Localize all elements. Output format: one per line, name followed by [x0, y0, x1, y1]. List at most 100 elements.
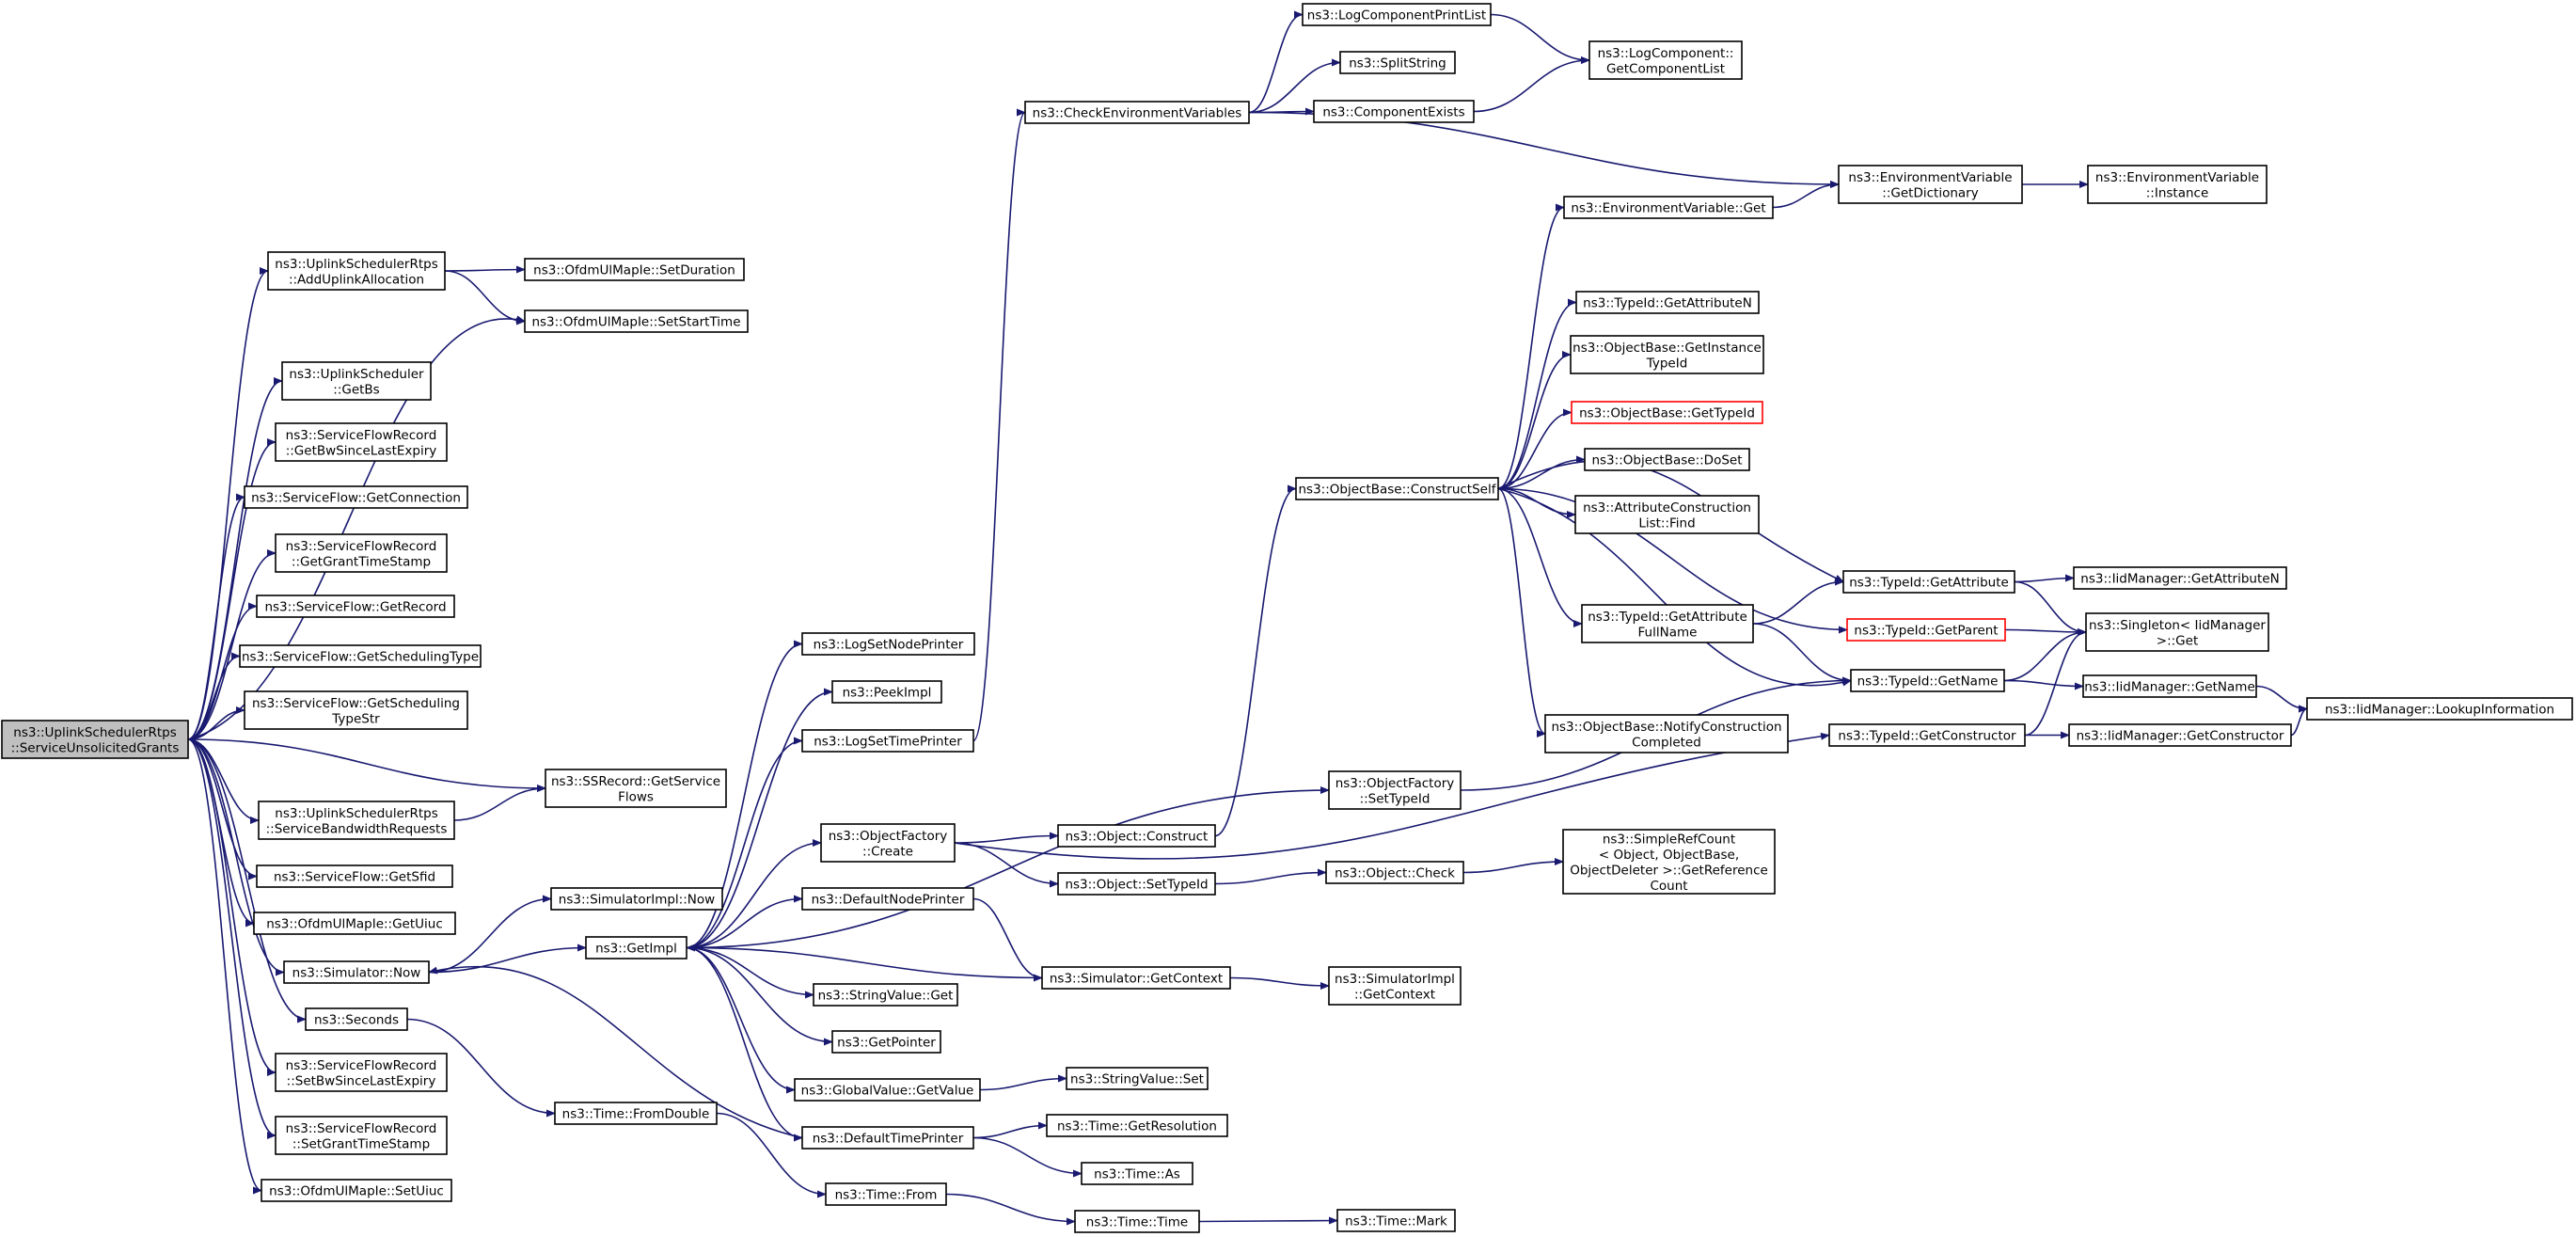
node-tid-get-attr-n[interactable]: ns3::TypeId::GetAttributeN [1575, 291, 1760, 314]
node-singleton-get[interactable]: ns3::Singleton< IidManager>::Get [2085, 612, 2269, 652]
node-env-var-get[interactable]: ns3::EnvironmentVariable::Get [1563, 196, 1774, 219]
node-get-connection[interactable]: ns3::ServiceFlow::GetConnection [244, 485, 468, 509]
node-ob-construct-self[interactable]: ns3::ObjectBase::ConstructSelf [1295, 477, 1499, 500]
node-box [1846, 618, 2006, 642]
node-set-bw-since[interactable]: ns3::ServiceFlowRecord::SetBwSinceLastEx… [275, 1053, 448, 1092]
node-peek-impl[interactable]: ns3::PeekImpl [831, 680, 942, 704]
node-str-val-set[interactable]: ns3::StringValue::Set [1066, 1067, 1209, 1090]
node-get-bs[interactable]: ns3::UplinkScheduler::GetBs [281, 361, 432, 401]
node-label: ::SetTypeId [1360, 791, 1430, 806]
node-obj-construct[interactable]: ns3::Object::Construct [1057, 824, 1216, 848]
node-set-duration[interactable]: ns3::OfdmUlMapIe::SetDuration [524, 258, 745, 281]
node-time-from[interactable]: ns3::Time::From [825, 1182, 947, 1206]
edge-root-to-simNow [187, 738, 285, 976]
node-time-time[interactable]: ns3::Time::Time [1074, 1210, 1200, 1233]
node-of-create[interactable]: ns3::ObjectFactory::Create [820, 823, 956, 863]
node-src-get-ref[interactable]: ns3::SimpleRefCount< Object, ObjectBase,… [1562, 829, 1776, 895]
node-seconds[interactable]: ns3::Seconds [305, 1007, 408, 1031]
node-time-get-res[interactable]: ns3::Time::GetResolution [1046, 1114, 1228, 1137]
node-obj-set-type-id[interactable]: ns3::Object::SetTypeId [1057, 872, 1216, 896]
node-get-bw-since[interactable]: ns3::ServiceFlowRecord::GetBwSinceLastEx… [275, 422, 448, 462]
edge-ofCreate-to-tidGetCtor [954, 732, 1830, 860]
node-tid-get-name[interactable]: ns3::TypeId::GetName [1850, 669, 2005, 692]
node-time-mark[interactable]: ns3::Time::Mark [1336, 1209, 1456, 1232]
node-tid-get-ctor[interactable]: ns3::TypeId::GetConstructor [1828, 723, 2026, 747]
node-root[interactable]: ns3::UplinkSchedulerRtps::ServiceUnsolic… [1, 720, 189, 759]
node-iid-get-attr-n[interactable]: ns3::IidManager::GetAttributeN [2073, 566, 2287, 590]
node-tid-get-attr[interactable]: ns3::TypeId::GetAttribute [1842, 570, 2015, 594]
node-log-comp-print[interactable]: ns3::LogComponentPrintList [1302, 3, 1492, 26]
node-env-instance[interactable]: ns3::EnvironmentVariable::Instance [2087, 165, 2268, 204]
node-from-double[interactable]: ns3::Time::FromDouble [554, 1102, 718, 1125]
node-ob-do-set[interactable]: ns3::ObjectBase::DoSet [1584, 448, 1750, 471]
node-label: ns3::GetPointer [837, 1036, 936, 1051]
node-iid-lookup[interactable]: ns3::IidManager::LookupInformation [2306, 697, 2573, 721]
node-env-get-dict[interactable]: ns3::EnvironmentVariable::GetDictionary [1838, 165, 2023, 204]
node-sim-impl-now[interactable]: ns3::SimulatorImpl::Now [550, 887, 723, 911]
edge-logSetTime-to-checkEnv [972, 108, 1026, 742]
node-get-grant-ts[interactable]: ns3::ServiceFlowRecord::GetGrantTimeStam… [275, 533, 448, 573]
node-get-pointer[interactable]: ns3::GetPointer [831, 1030, 941, 1054]
node-set-grant-ts[interactable]: ns3::ServiceFlowRecord::SetGrantTimeStam… [275, 1116, 448, 1155]
node-time-as[interactable]: ns3::Time::As [1081, 1162, 1193, 1185]
node-add-uplink[interactable]: ns3::UplinkSchedulerRtps::AddUplinkAlloc… [267, 251, 446, 291]
node-split-string[interactable]: ns3::SplitString [1339, 51, 1456, 74]
node-set-uiuc[interactable]: ns3::OfdmUlMapIe::SetUiuc [261, 1179, 452, 1202]
node-get-sched-type[interactable]: ns3::ServiceFlow::GetSchedulingType [239, 644, 482, 668]
edge-compExists-to-logCompGetList [1473, 56, 1590, 113]
node-set-start-time[interactable]: ns3::OfdmUlMapIe::SetStartTime [524, 309, 749, 333]
node-box [1339, 51, 1456, 74]
node-check-env[interactable]: ns3::CheckEnvironmentVariables [1024, 101, 1250, 124]
node-sim-get-ctx[interactable]: ns3::Simulator::GetContext [1041, 966, 1231, 990]
node-label: ns3::ObjectBase::GetTypeId [1579, 406, 1755, 421]
node-box [1336, 1209, 1456, 1232]
node-def-time-pr[interactable]: ns3::DefaultTimePrinter [801, 1126, 974, 1150]
node-label: ns3::Simulator::Now [292, 966, 421, 981]
edge-root-to-getSfid [187, 738, 258, 880]
node-ob-get-tid[interactable]: ns3::ObjectBase::GetTypeId [1571, 401, 1763, 424]
node-box [1313, 100, 1475, 123]
node-service-bw-req[interactable]: ns3::UplinkSchedulerRtps::ServiceBandwid… [258, 801, 455, 840]
edge-getImpl-to-strValGet [686, 946, 814, 999]
node-iid-get-ctor[interactable]: ns3::IidManager::GetConstructor [2068, 723, 2292, 747]
node-tid-get-parent[interactable]: ns3::TypeId::GetParent [1846, 618, 2006, 642]
edge-getImpl-to-defNodePr [686, 895, 803, 949]
node-iid-get-name[interactable]: ns3::IidManager::GetName [2082, 674, 2257, 698]
node-of-set-type-id[interactable]: ns3::ObjectFactory::SetTypeId [1328, 770, 1462, 810]
node-label: ns3::GetImpl [595, 942, 677, 957]
node-gv-get-value[interactable]: ns3::GlobalValue::GetValue [794, 1078, 981, 1102]
edge-obConstructSelf-to-tidGetAttrFull [1497, 487, 1583, 627]
node-box [1562, 829, 1776, 895]
node-sim-impl-get-ctx[interactable]: ns3::SimulatorImpl::GetContext [1328, 966, 1462, 1006]
node-comp-exists[interactable]: ns3::ComponentExists [1313, 100, 1475, 123]
node-get-impl[interactable]: ns3::GetImpl [585, 936, 687, 959]
node-log-comp-get-list[interactable]: ns3::LogComponent::GetComponentList [1588, 40, 1743, 80]
node-ob-notify[interactable]: ns3::ObjectBase::NotifyConstructionCompl… [1544, 714, 1789, 753]
edge-obConstructSelf-to-obDoSet [1497, 455, 1586, 490]
edge-checkEnv-to-splitString [1248, 58, 1341, 114]
edge-timeTime-to-timeMark [1198, 1216, 1338, 1225]
edge-iidGetCtor-to-iidLookup [2290, 705, 2308, 737]
node-label: ::GetBs [333, 382, 379, 397]
node-get-uiuc[interactable]: ns3::OfdmUlMapIe::GetUiuc [253, 912, 456, 935]
node-log-set-node[interactable]: ns3::LogSetNodePrinter [801, 632, 975, 656]
node-def-node-pr[interactable]: ns3::DefaultNodePrinter [801, 887, 974, 911]
edge-getImpl-to-logSetNode [686, 640, 803, 949]
node-get-record[interactable]: ns3::ServiceFlow::GetRecord [256, 595, 455, 618]
node-label: ns3::SSRecord::GetService [551, 774, 720, 789]
node-get-sfid[interactable]: ns3::ServiceFlow::GetSfid [256, 864, 453, 888]
node-log-set-time[interactable]: ns3::LogSetTimePrinter [801, 729, 974, 753]
node-box [2087, 165, 2268, 204]
node-obj-check[interactable]: ns3::Object::Check [1325, 861, 1464, 884]
node-box [2073, 566, 2287, 590]
node-str-val-get[interactable]: ns3::StringValue::Get [813, 983, 958, 1007]
edge-addUplink-to-setStartTime [444, 270, 526, 325]
node-label: ns3::TypeId::GetAttributeN [1583, 296, 1752, 311]
node-label: ns3::DefaultTimePrinter [813, 1132, 964, 1147]
node-sim-now[interactable]: ns3::Simulator::Now [283, 960, 430, 984]
